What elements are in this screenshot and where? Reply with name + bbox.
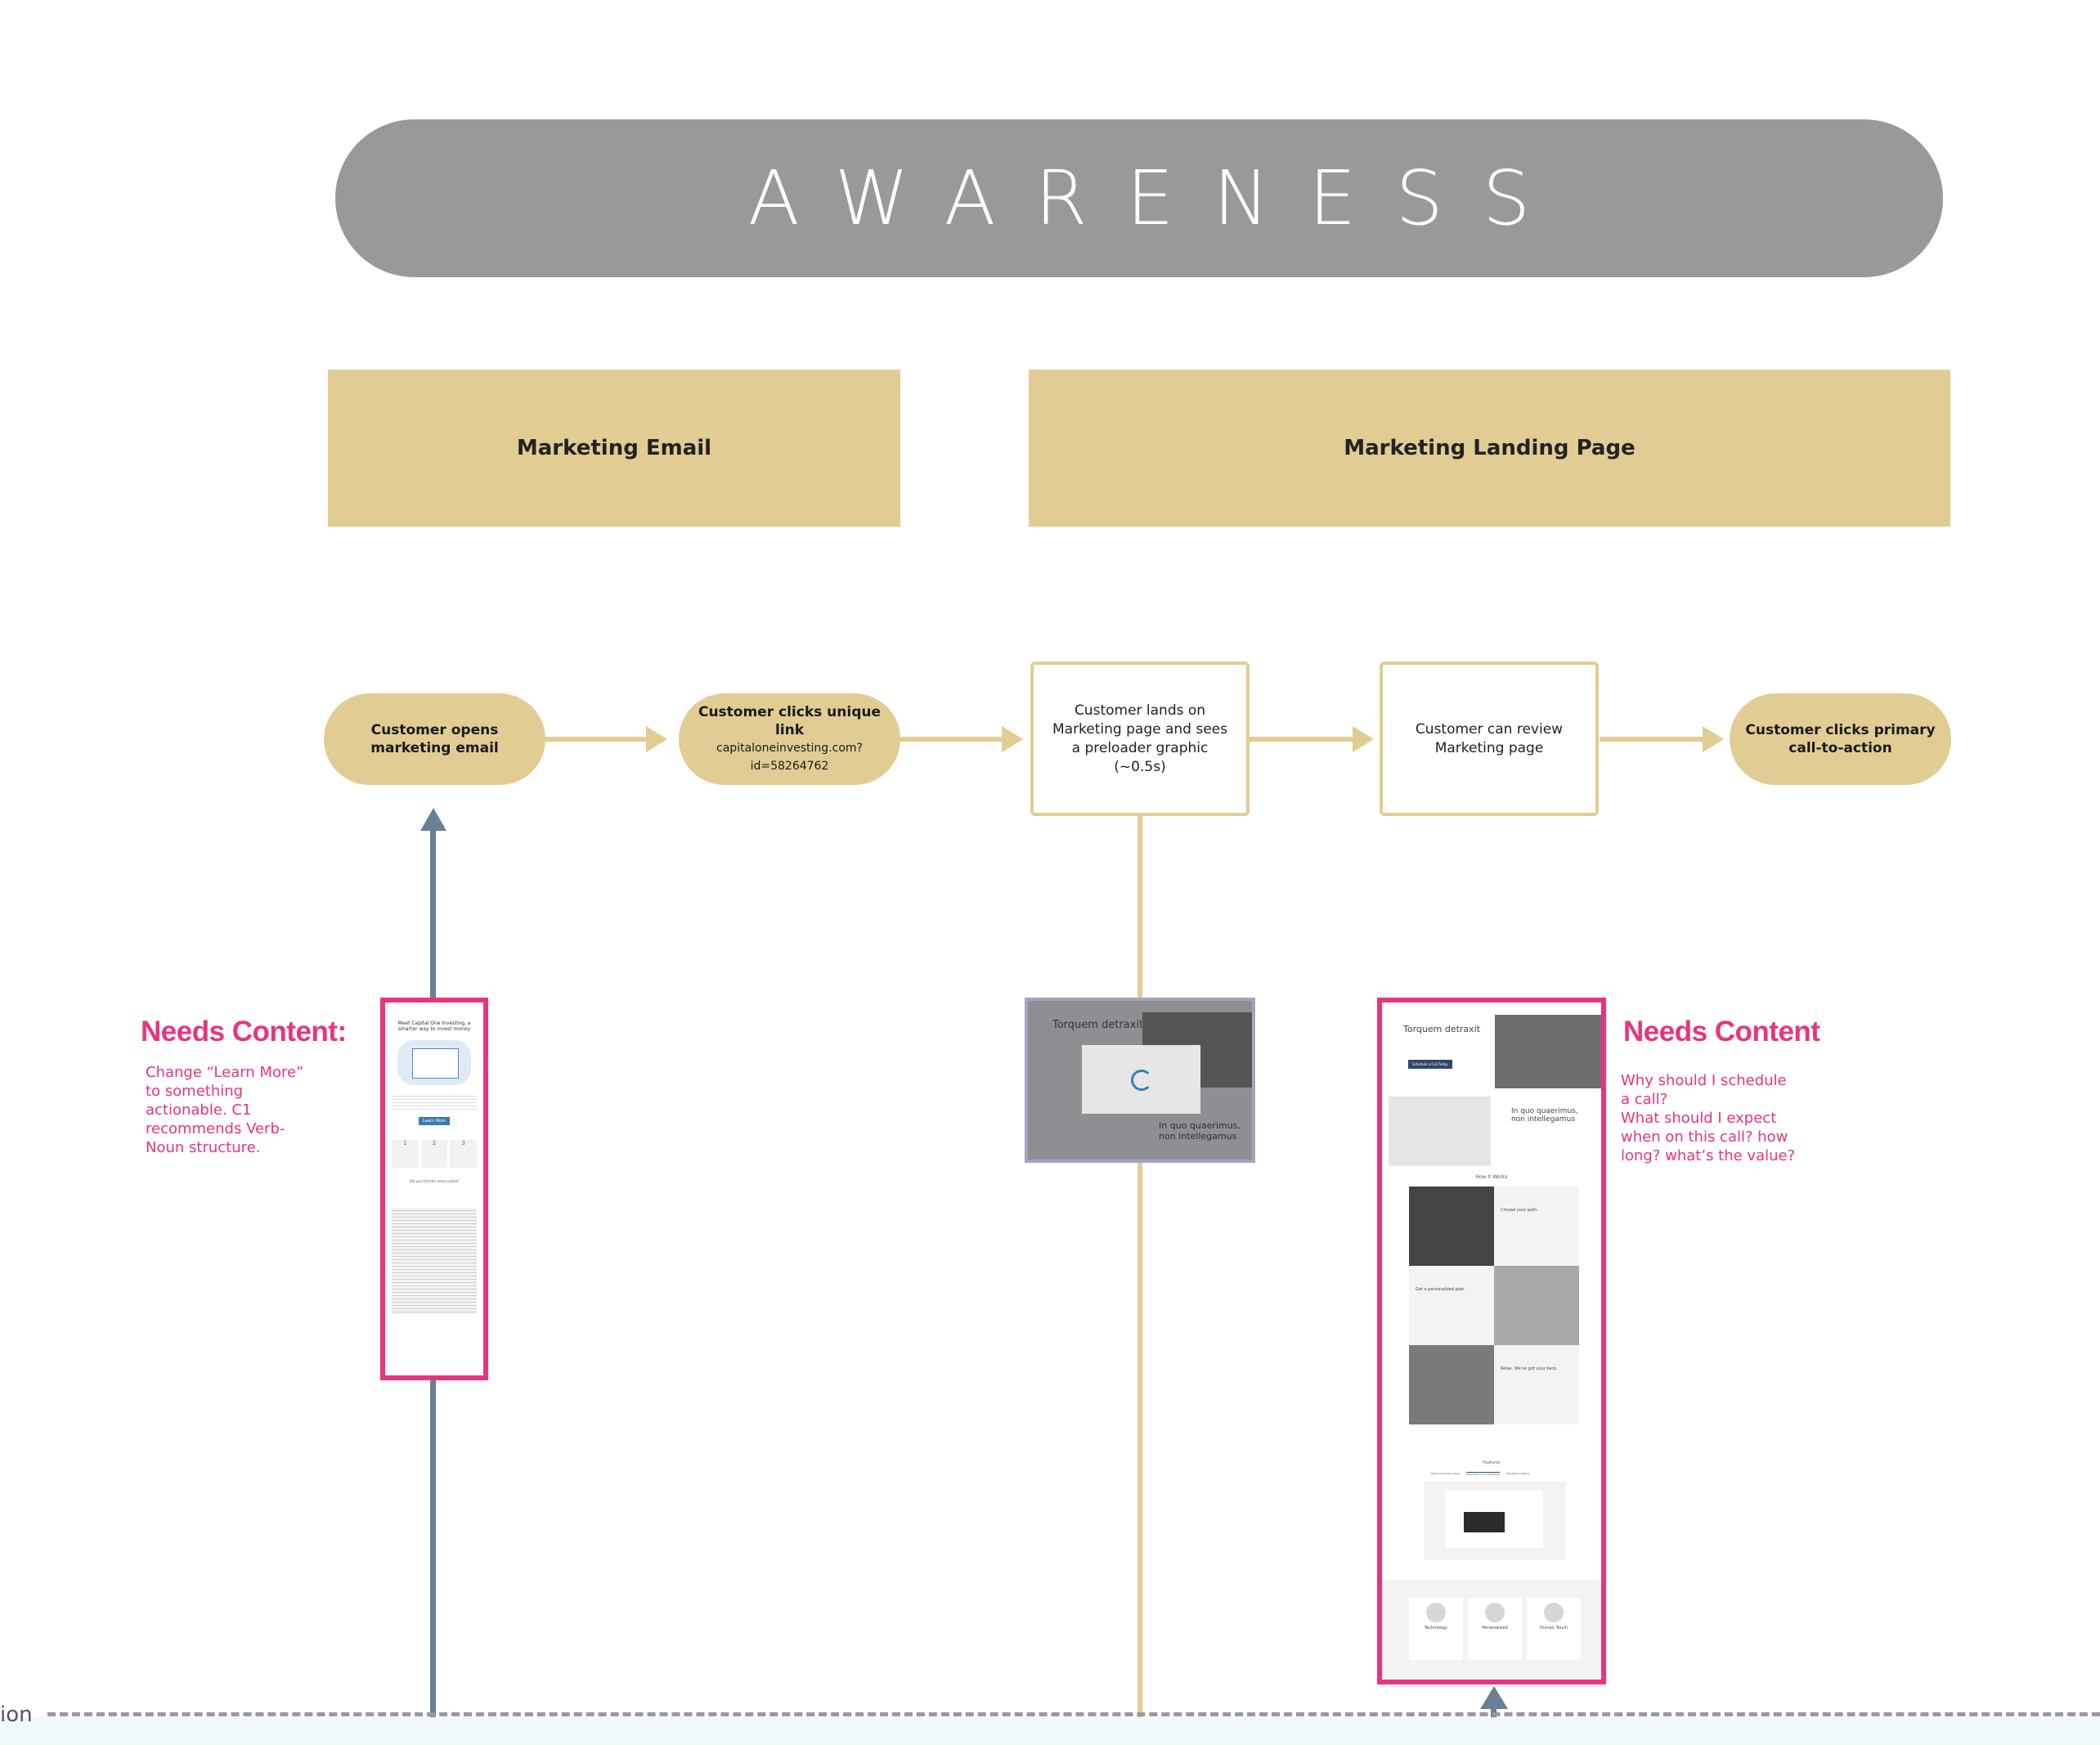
how-it-works-heading: How It Works: [1475, 1174, 1508, 1180]
connector-line-vertical: [1138, 816, 1142, 1745]
stage-marketing-email: Marketing Email: [328, 370, 900, 527]
swimlane-background: [0, 1717, 2100, 1745]
swimlane-label: ion: [0, 1702, 33, 1727]
phase-title: AWARENESS: [747, 155, 1570, 242]
email-illustration: [397, 1040, 471, 1085]
arrow-up-icon: [420, 808, 446, 831]
preloader-thumbnail: Torquem detraxit In quo quaerimus, non i…: [1025, 998, 1255, 1163]
arrow-right-icon: [1353, 726, 1374, 752]
step-title: Get a personalized plan.: [1416, 1287, 1465, 1292]
note-line: What should I expect when on this call? …: [1621, 1110, 1796, 1164]
arrow-right-icon: [646, 726, 667, 752]
step-label: Customer clicks unique link: [698, 704, 882, 738]
step1-card: Choose your path.: [1494, 1187, 1579, 1266]
step3-photo: [1409, 1345, 1494, 1424]
email-feedback-question: Did you find this email useful?: [409, 1179, 460, 1183]
step-lands-preloader: Customer lands on Marketing page and see…: [1030, 662, 1250, 816]
stage-marketing-landing-page: Marketing Landing Page: [1029, 370, 1950, 527]
flow-arrow-line: [900, 737, 1003, 742]
note-line: Why should I schedule a call?: [1621, 1072, 1787, 1108]
email-step: 3: [450, 1140, 478, 1168]
step-clicks-link: Customer clicks unique link capitaloneinv…: [679, 693, 900, 785]
stage-label: Marketing Email: [516, 436, 712, 460]
preloader-section-title: In quo quaerimus, non intellegamus: [1159, 1120, 1241, 1142]
step2-photo: [1494, 1266, 1579, 1345]
card-title: Personalized: [1482, 1626, 1508, 1631]
card-title: Technology: [1424, 1626, 1447, 1631]
step-label: Customer clicks primary call-to-action: [1745, 722, 1936, 756]
step3-card: Relax. We've got your back.: [1494, 1345, 1579, 1424]
step-label: Customer opens marketing email: [370, 722, 499, 756]
step-label: Customer can review Marketing page: [1415, 720, 1564, 756]
step-opens-email: Customer opens marketing email: [324, 693, 545, 785]
note-title: Needs Content:: [141, 1016, 347, 1047]
email-headline: Meet Capital One Investing, a smarter wa…: [397, 1021, 471, 1032]
flow-arrow-line: [545, 737, 648, 742]
learn-more-button: Learn More: [419, 1117, 450, 1125]
step1-photo: [1409, 1187, 1494, 1266]
email-thumbnail: Meet Capital One Investing, a smarter wa…: [380, 998, 488, 1380]
illustration: [1389, 1097, 1491, 1166]
swimlane-divider: [47, 1712, 2100, 1716]
arrow-right-icon: [1703, 726, 1724, 752]
note-body: Change “Learn More” to something actiona…: [146, 1064, 304, 1156]
tab-spending-curve: Spending Curve Projections: [1466, 1472, 1501, 1476]
arrow-up-icon: [1480, 1686, 1508, 1709]
step-title: Relax. We've got your back.: [1501, 1366, 1558, 1371]
landing-section-title: In quo quaerimus, non intellegamus: [1511, 1107, 1578, 1124]
step-review-page: Customer can review Marketing page: [1380, 662, 1599, 816]
features-heading: Features: [1483, 1460, 1501, 1465]
phase-header-awareness: AWARENESS: [335, 119, 1943, 277]
flow-arrow-line: [1600, 737, 1703, 742]
stage-label: Marketing Landing Page: [1344, 436, 1636, 460]
note-body: Why should I schedule a call?What should…: [1621, 1071, 1797, 1165]
feature-chart-preview: [1425, 1481, 1565, 1560]
hero-photo: [1495, 1015, 1601, 1088]
step-clicks-cta: Customer clicks primary call-to-action: [1730, 693, 1951, 785]
flow-arrow-line: [1250, 737, 1354, 742]
email-footer: [392, 1208, 477, 1314]
tab-personal-success-score: Personal Success Score: [1431, 1472, 1461, 1475]
step-title: Choose your path.: [1501, 1208, 1538, 1213]
schedule-call-button: Schedule a Call Today: [1408, 1060, 1452, 1069]
preloader-hero-title: Torquem detraxit: [1052, 1019, 1144, 1031]
arrow-right-icon: [1002, 726, 1023, 752]
landing-hero-title: Torquem detraxit: [1403, 1024, 1481, 1034]
spinner-icon: [1131, 1070, 1152, 1091]
note-title: Needs Content: [1623, 1016, 1820, 1047]
step-label: Customer lands on Marketing page and see…: [1052, 702, 1227, 775]
preloader-overlay: [1082, 1045, 1200, 1114]
step2-card: Get a personalized plan.: [1409, 1266, 1494, 1345]
step-sublabel: capitaloneinvesting.com?id=58264762: [716, 742, 863, 773]
email-step: 2: [420, 1140, 448, 1168]
landing-page-thumbnail: Torquem detraxit Schedule a Call Today I…: [1377, 998, 1606, 1684]
card-title: Human Touch: [1540, 1626, 1568, 1631]
tab-tax-wise: Tax-Wise Investing: [1506, 1472, 1530, 1475]
email-step: 1: [392, 1140, 419, 1168]
